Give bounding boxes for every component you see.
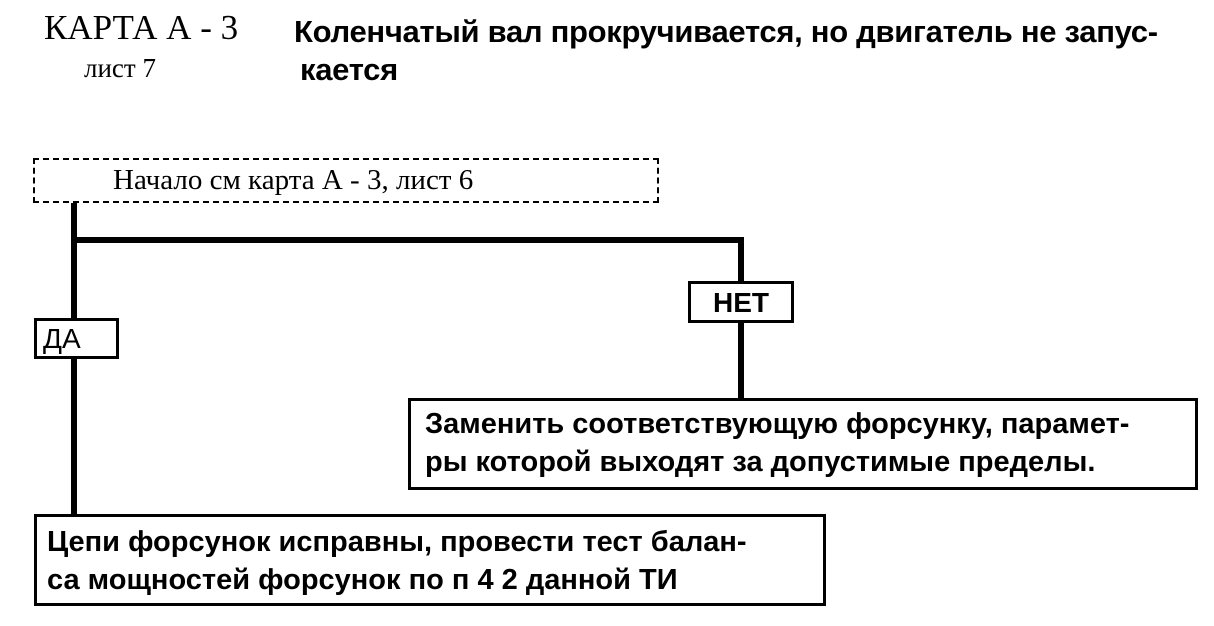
- no-action-line-2: ры которой выходят за допустимые пределы…: [425, 446, 1096, 478]
- yes-action-node: Цепи форсунок исправны, провести тест ба…: [34, 514, 826, 606]
- page-title-line-1: Коленчатый вал прокручивается, но двигат…: [294, 14, 1158, 49]
- no-label: НЕТ: [688, 281, 794, 323]
- yes-action-line-1: Цепи форсунок исправны, провести тест ба…: [47, 526, 747, 558]
- no-action-node: Заменить соответствующую форсунку, парам…: [408, 398, 1198, 490]
- sheet-number: лист 7: [84, 53, 156, 83]
- no-action-line-1: Заменить соответствующую форсунку, парам…: [425, 408, 1130, 440]
- card-number: КАРТА А - 3: [44, 8, 239, 47]
- start-node: Начало см карта А - 3, лист 6: [33, 158, 659, 203]
- yes-label: ДА: [34, 318, 119, 359]
- yes-action-line-2: са мощностей форсунок по п 4 2 данной ТИ: [47, 564, 678, 596]
- page-title-line-2: кается: [300, 52, 398, 87]
